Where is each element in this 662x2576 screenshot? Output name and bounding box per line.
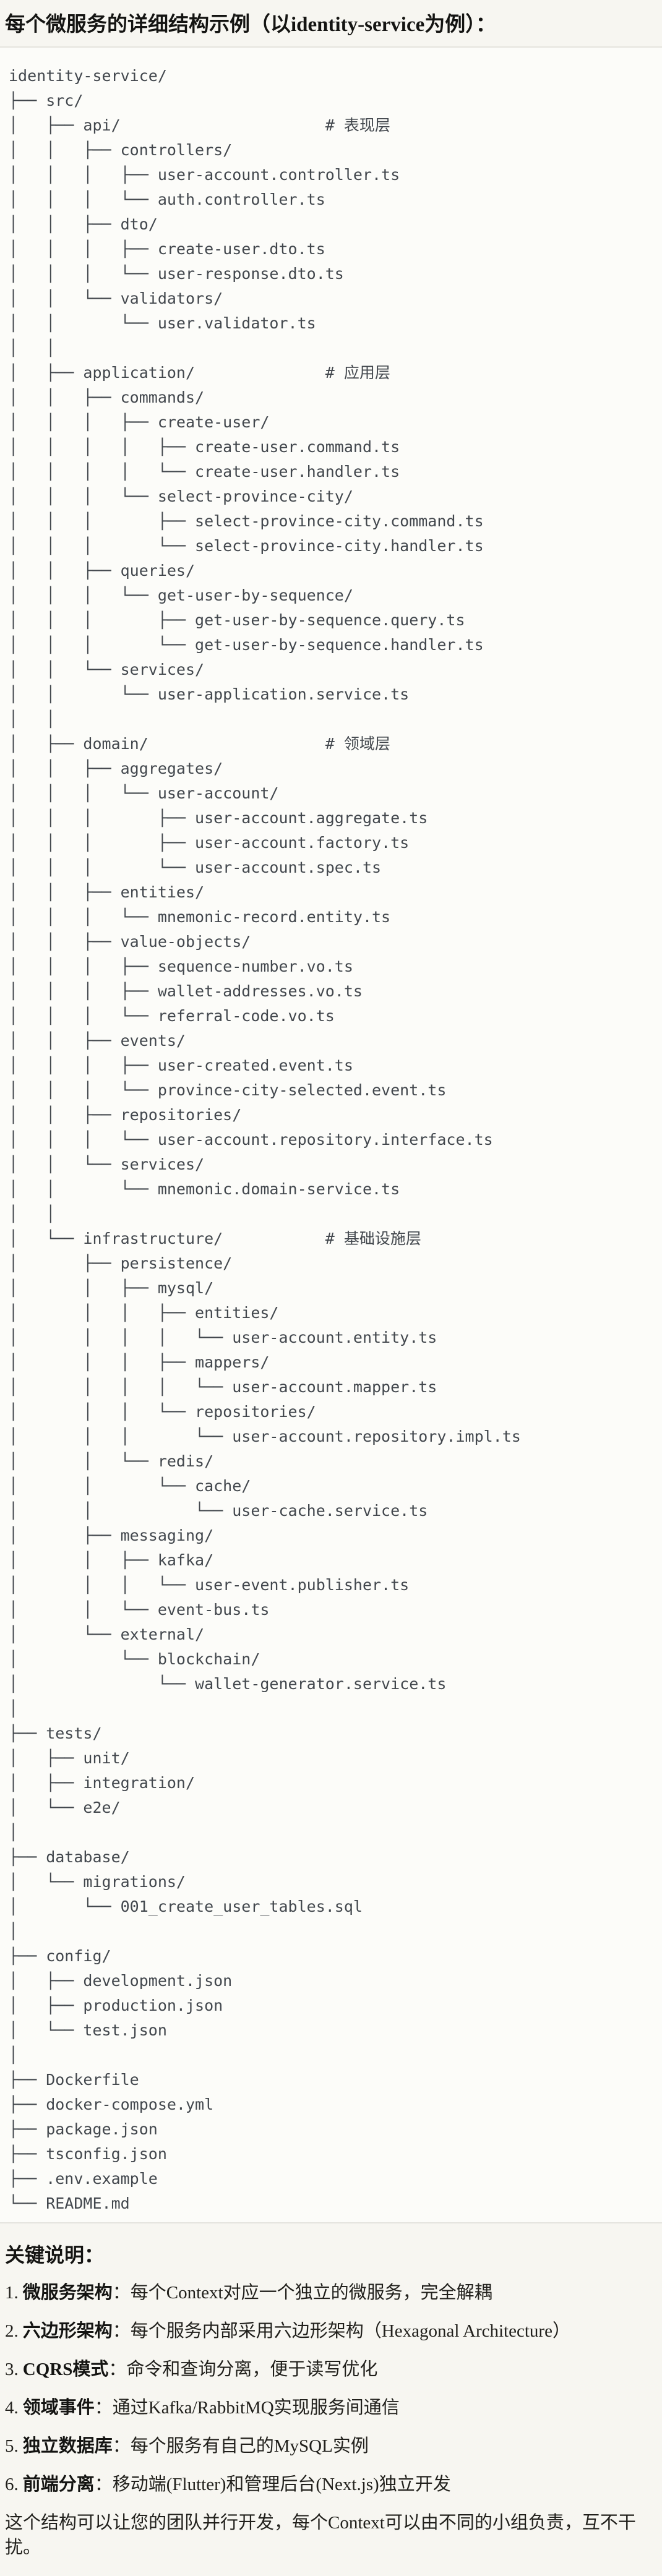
code-block: identity-service/ ├── src/ │ ├── api/ # … [0,46,662,2223]
note-item: 4.领域事件：通过Kafka/RabbitMQ实现服务间通信 [5,2395,657,2420]
note-number: 3. [5,2359,19,2379]
note-label: CQRS模式 [22,2359,109,2379]
note-number: 5. [5,2436,19,2456]
note-item: 6.前端分离：移动端(Flutter)和管理后台(Next.js)独立开发 [5,2472,657,2497]
notes-heading: 关键说明： [5,2243,105,2266]
note-number: 6. [5,2474,19,2494]
note-item: 1.微服务架构：每个Context对应一个独立的微服务，完全解耦 [5,2280,657,2305]
note-item: 2.六边形架构：每个服务内部采用六边形架构（Hexagonal Architec… [5,2319,657,2343]
note-label: 前端分离 [22,2474,95,2494]
footer-note: 这个结构可以让您的团队并行开发，每个Context可以由不同的小组负责，互不干扰… [5,2512,636,2557]
note-text: ：命令和查询分离，便于读写优化 [108,2359,378,2379]
notes-list: 1.微服务架构：每个Context对应一个独立的微服务，完全解耦 2.六边形架构… [5,2280,657,2497]
note-text: ：通过Kafka/RabbitMQ实现服务间通信 [94,2397,400,2418]
note-label: 领域事件 [22,2397,95,2418]
note-text: ：每个服务内部采用六边形架构（Hexagonal Architecture） [112,2321,570,2341]
note-label: 六边形架构 [22,2321,113,2341]
note-item: 5.独立数据库：每个服务有自己的MySQL实例 [5,2434,657,2458]
note-number: 4. [5,2397,19,2418]
note-text: ：每个Context对应一个独立的微服务，完全解耦 [112,2282,492,2303]
note-number: 2. [5,2321,19,2341]
note-text: ：移动端(Flutter)和管理后台(Next.js)独立开发 [94,2474,451,2494]
doc-header: 每个微服务的详细结构示例（以identity-service为例）： [0,0,662,39]
note-label: 微服务架构 [22,2282,113,2303]
note-number: 1. [5,2282,19,2303]
note-text: ：每个服务有自己的MySQL实例 [112,2436,369,2456]
page-title: 每个微服务的详细结构示例（以identity-service为例）： [5,14,496,36]
note-item: 3.CQRS模式：命令和查询分离，便于读写优化 [5,2357,657,2382]
note-label: 独立数据库 [22,2436,113,2456]
notes-section: 关键说明： 1.微服务架构：每个Context对应一个独立的微服务，完全解耦 2… [0,2240,662,2576]
directory-tree: identity-service/ ├── src/ │ ├── api/ # … [9,66,521,2212]
